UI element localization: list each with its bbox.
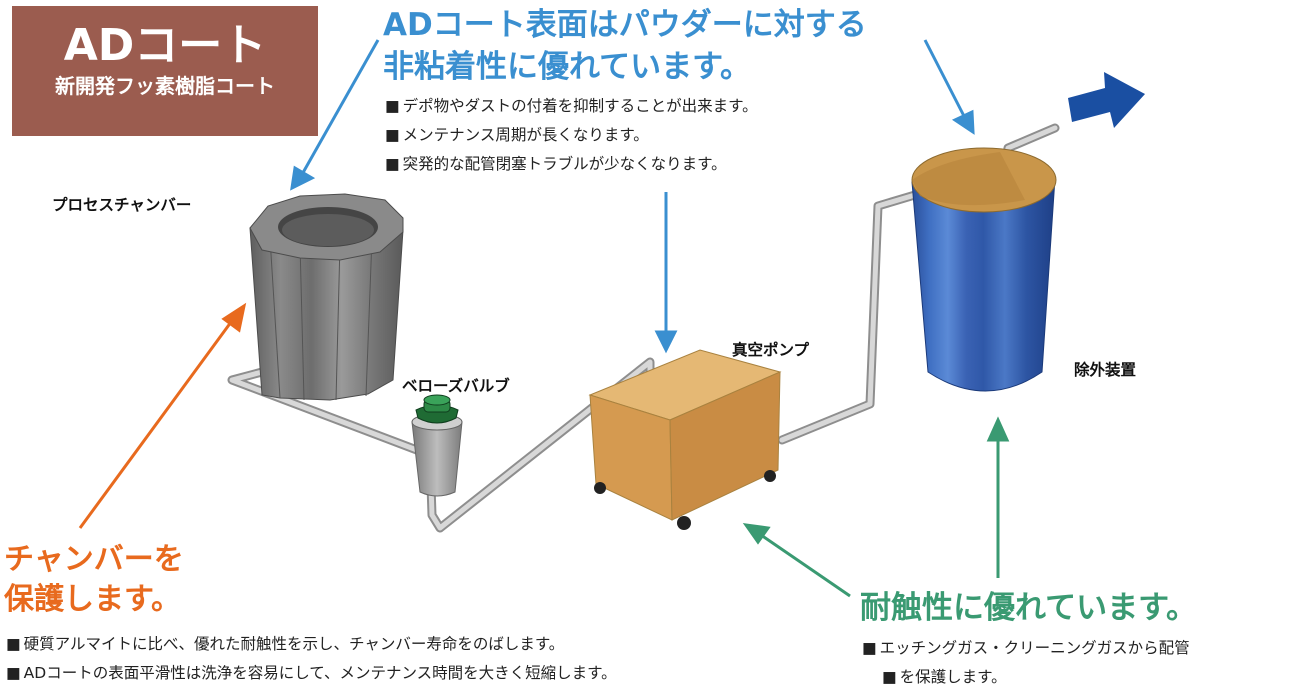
label-vacuum-pump: 真空ポンプ	[732, 341, 810, 359]
right-bullet-list: エッチングガス・クリーニングガスから配管 を保護します。	[862, 634, 1190, 692]
left-heading-line2: 保護します。	[4, 582, 181, 617]
label-abatement-unit: 除外装置	[1074, 361, 1137, 379]
left-heading-line1: チャンバーを	[4, 542, 184, 577]
vacuum-pump-icon	[588, 349, 782, 530]
bullet-item-continuation: を保護します。	[862, 663, 1190, 692]
top-heading-line1: ADコート表面はパウダーに対する	[383, 7, 867, 43]
bullet-item: 硬質アルマイトに比べ、優れた耐触性を示し、チャンバー寿命をのばします。	[6, 630, 617, 659]
badge-subtitle: 新開発フッ素樹脂コート	[55, 74, 275, 98]
top-heading-line2: 非粘着性に優れています。	[383, 49, 751, 85]
bullet-item: エッチングガス・クリーニングガスから配管	[862, 634, 1190, 663]
abatement-unit-icon	[911, 147, 1057, 392]
badge-title: ADコート	[63, 20, 267, 71]
bullet-item: ADコートの表面平滑性は洗浄を容易にして、メンテナンス時間を大きく短縮します。	[6, 659, 617, 688]
left-bullet-list: 硬質アルマイトに比べ、優れた耐触性を示し、チャンバー寿命をのばします。 ADコー…	[6, 630, 617, 688]
green-pointer-arrows	[742, 416, 1010, 598]
exhaust-arrow-icon	[1068, 72, 1145, 128]
top-bullet-list: デポ物やダストの付着を抑制することが出来ます。 メンテナンス周期が長くなります。…	[385, 92, 758, 179]
product-badge: ADコート 新開発フッ素樹脂コート	[12, 6, 318, 136]
blue-pointer-arrows	[290, 39, 975, 354]
bullet-item: デポ物やダストの付着を抑制することが出来ます。	[385, 92, 758, 121]
top-heading: ADコート表面はパウダーに対する 非粘着性に優れています。	[383, 4, 867, 88]
orange-pointer-arrow	[78, 302, 247, 529]
bullet-item: メンテナンス周期が長くなります。	[385, 121, 758, 150]
bullet-item: 突発的な配管閉塞トラブルが少なくなります。	[385, 150, 758, 179]
process-chamber-icon	[249, 193, 404, 401]
label-process-chamber: プロセスチャンバー	[52, 196, 192, 214]
label-bellows-valve: ベローズバルブ	[402, 377, 510, 395]
bellows-valve-icon	[411, 394, 463, 497]
right-heading: 耐触性に優れています。	[860, 590, 1197, 626]
left-heading: チャンバーを 保護します。	[4, 540, 184, 620]
